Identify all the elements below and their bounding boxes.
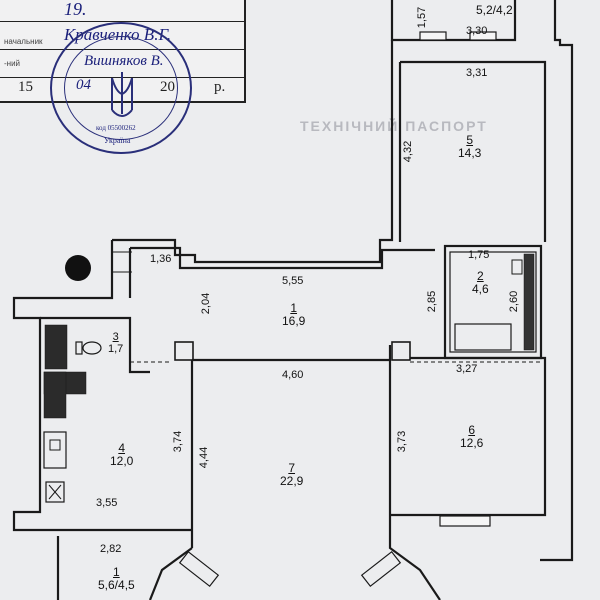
dimension-label: 3,74 <box>172 430 185 453</box>
dimension-label: 2,85 <box>426 290 439 313</box>
dimension-label: 4,44 <box>198 446 211 469</box>
riser-pipe-icon <box>65 255 91 281</box>
dimension-label: 4,60 <box>282 369 304 381</box>
stamp-row-label: -ний <box>4 59 21 68</box>
dimension-label: 3,55 <box>96 497 118 509</box>
dimension-label: 3,31 <box>466 67 488 79</box>
dimension-label: 3,73 <box>396 430 409 453</box>
dimension-label: 1,75 <box>468 249 490 261</box>
dimension-label: 1,57 <box>416 6 429 29</box>
room-label-balcony-top: 5,2/4,2 <box>476 3 513 17</box>
seal-bottom-text: Україна <box>104 136 131 145</box>
dimension-label: 4,32 <box>402 140 415 163</box>
dimension-label: 3,30 <box>466 25 488 37</box>
stamp-year-suffix: р. <box>214 79 226 95</box>
stamp-row-label: начальник <box>4 37 43 46</box>
dimension-label: 2,82 <box>100 543 122 555</box>
stamp-date-day: 15 <box>18 79 33 95</box>
stamp-handwriting: 19. <box>64 0 87 19</box>
dimension-label: 1,36 <box>150 253 172 265</box>
dimension-label: 2,04 <box>200 292 213 315</box>
official-seal: код 05500262 Україна <box>50 22 192 154</box>
trident-emblem-icon <box>111 72 133 117</box>
dimension-label: 3,27 <box>456 363 478 375</box>
seal-code-text: код 05500262 <box>96 124 136 132</box>
dimension-label: 2,60 <box>508 290 521 313</box>
dimension-label: 5,55 <box>282 275 304 287</box>
